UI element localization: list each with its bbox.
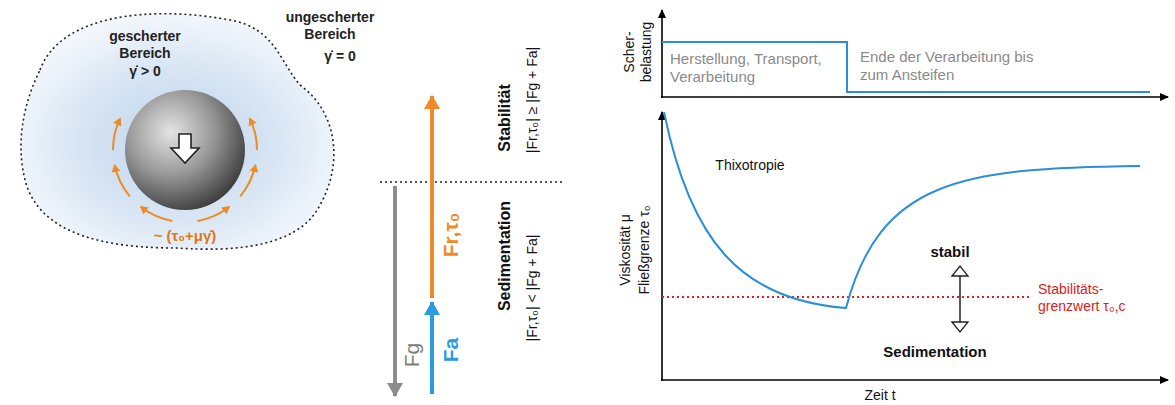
effect-label: Thixotropie: [715, 157, 784, 174]
force-label: Fa: [438, 338, 463, 363]
state-label: Stabilität: [495, 84, 514, 152]
flow-arrows: [113, 118, 257, 220]
axis-label: Zeit t: [864, 387, 895, 404]
flow-arrow: [115, 165, 130, 196]
flow-arrow: [240, 165, 255, 196]
buoyancy-arrow: [430, 302, 434, 394]
force-label: Fg: [399, 343, 424, 368]
yield-force-arrow: [430, 96, 434, 298]
shear-rate: γ̇ = 0: [324, 48, 356, 65]
stress-formula: ~ (τ₀+μγ̇): [154, 227, 217, 245]
condition-formula: |Fr,τ₀| ≥ |Fg + Fa|: [524, 47, 541, 153]
state-label: Sedimentation: [495, 201, 514, 311]
particle: [125, 90, 245, 210]
axis-label: Fließgrenze τ₀: [636, 205, 653, 294]
shear-zone: [21, 14, 334, 249]
phase-label: Herstellung, Transport, Verarbeitung: [670, 50, 846, 86]
force-label: Fr,τ₀: [438, 213, 463, 258]
y-axis: [661, 112, 663, 381]
viscosity-curve: [664, 112, 1140, 308]
region-label: ungescherter Bereich: [275, 9, 385, 43]
weight-arrow: [393, 186, 397, 396]
shear-curve: [662, 42, 1150, 92]
state-label: Sedimentation: [883, 343, 986, 361]
phase-label: Ende der Verarbeitung bis zum Ansteifen: [860, 48, 1056, 84]
double-arrow: [952, 266, 968, 332]
y-axis: [661, 10, 663, 98]
region-label: gescherter Bereich: [95, 28, 195, 62]
threshold-line: [380, 181, 565, 183]
sink-arrow: [171, 134, 199, 163]
shear-rate: γ̇ > 0: [129, 63, 161, 80]
flow-arrow: [250, 118, 257, 150]
x-axis: [661, 96, 1168, 98]
state-label: stabil: [930, 243, 969, 261]
flow-arrow: [198, 207, 230, 221]
threshold-label: Stabilitäts- grenzwert τ₀,c: [1038, 281, 1150, 315]
x-axis: [661, 379, 1168, 381]
flow-arrow: [141, 207, 173, 221]
condition-formula: |Fr,τ₀| < |Fg + Fa|: [524, 235, 541, 342]
axis-label: Viskosität μ: [617, 214, 634, 286]
axis-label: Scher- belastung: [621, 12, 655, 92]
flow-arrow: [113, 118, 120, 150]
threshold-line: [662, 296, 1030, 298]
